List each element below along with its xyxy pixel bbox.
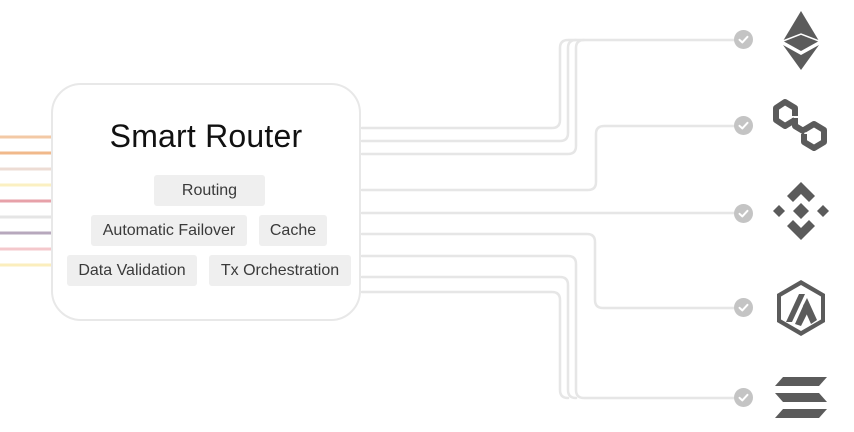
wire-to-ethereum-3 — [360, 38, 586, 156]
feature-data-validation: Data Validation — [67, 255, 197, 286]
wire-to-solana-3 — [360, 290, 570, 400]
check-icon — [734, 298, 753, 317]
feature-cache: Cache — [259, 215, 327, 246]
wire-to-polygon — [360, 124, 737, 192]
wire-to-arbitrum — [360, 232, 737, 310]
polygon-icon — [771, 94, 831, 158]
feature-routing: Routing — [154, 175, 265, 206]
router-title: Smart Router — [109, 118, 303, 154]
check-icon — [734, 30, 753, 49]
bnb-chain-icon — [771, 180, 831, 244]
arbitrum-icon — [771, 276, 831, 340]
wire-to-ethereum-1 — [360, 38, 737, 130]
wire-to-ethereum-2 — [360, 38, 578, 143]
feature-tx-orchestration: Tx Orchestration — [209, 255, 351, 286]
incoming-lines — [0, 135, 54, 267]
check-icon — [734, 388, 753, 407]
check-icon — [734, 204, 753, 223]
outgoing-lines — [360, 38, 737, 400]
solana-icon — [771, 368, 831, 432]
check-icon — [734, 116, 753, 135]
wire-to-solana-2 — [360, 275, 578, 400]
feature-automatic-failover: Automatic Failover — [91, 215, 247, 246]
smart-router-card: Smart Router Routing Automatic Failover … — [51, 83, 361, 321]
wire-to-solana-1 — [360, 254, 737, 400]
ethereum-icon — [771, 8, 831, 72]
